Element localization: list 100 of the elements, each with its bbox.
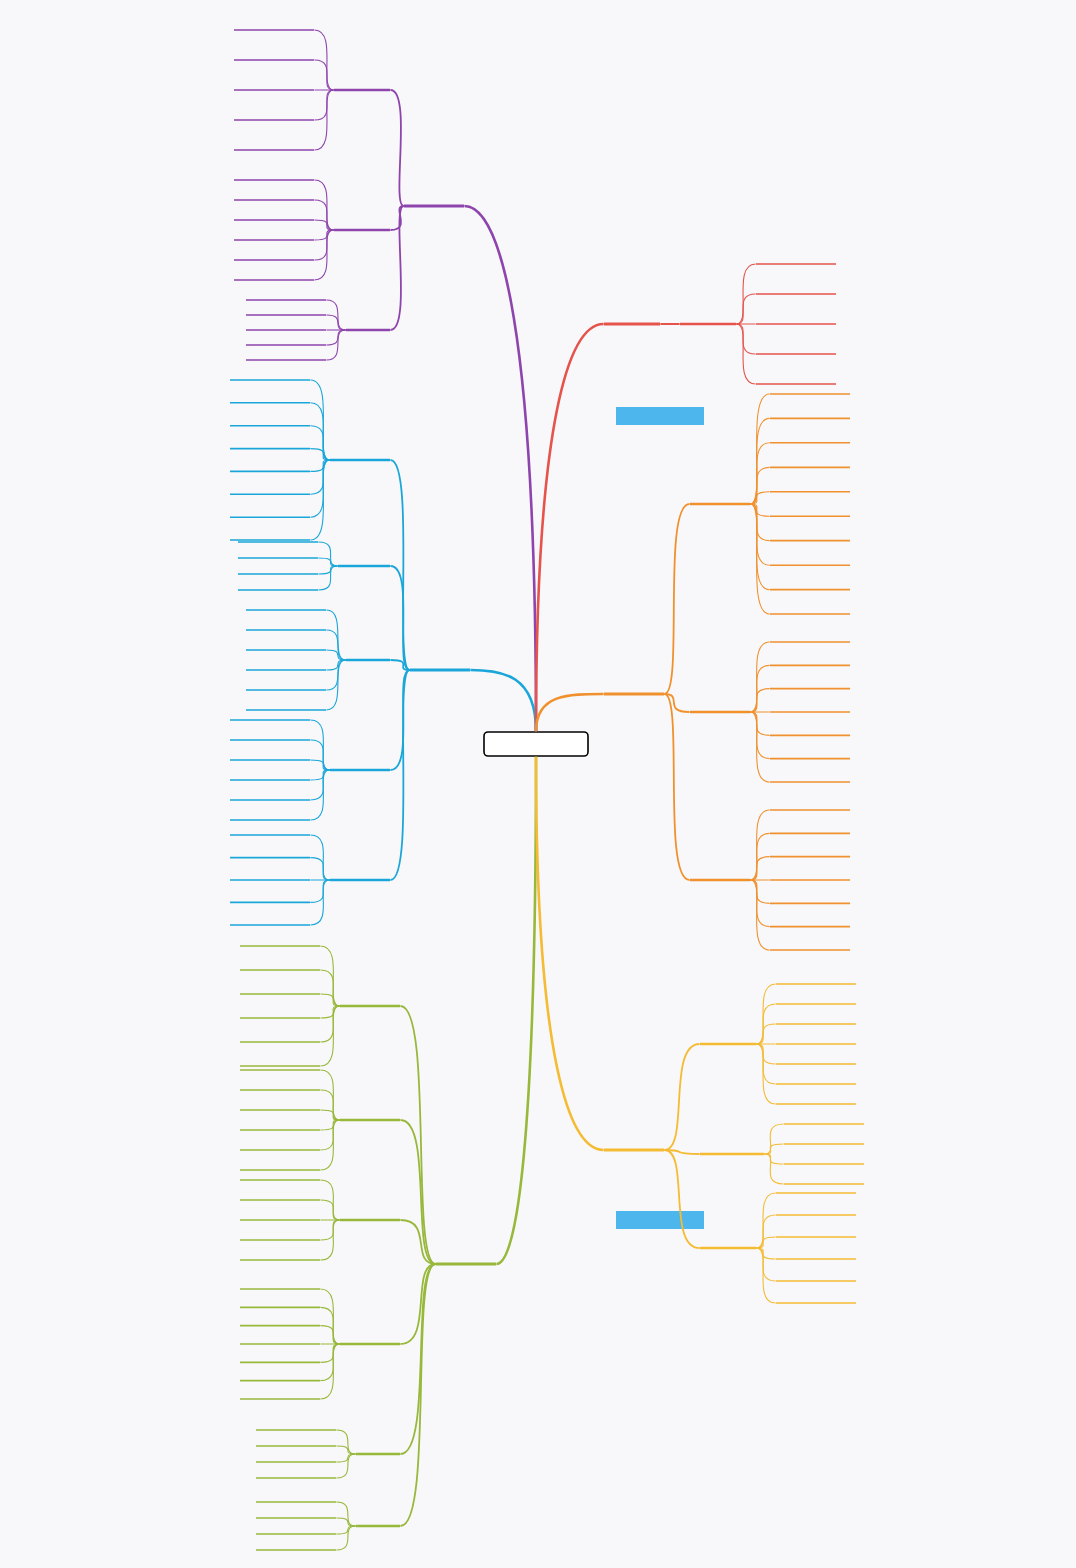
branch-curve (749, 711, 771, 783)
branch-curve (749, 879, 771, 951)
branch-curve (309, 739, 331, 771)
branch-curve (309, 459, 331, 518)
branch-curve (319, 1005, 341, 1043)
branch-curve (319, 1343, 341, 1400)
branch-curve (749, 688, 771, 713)
branch-curve (335, 1525, 357, 1535)
branch-curve (325, 314, 347, 331)
branch-curve (735, 323, 757, 385)
branch-curve (319, 1069, 341, 1121)
note-box (616, 1211, 704, 1229)
branch-curve (755, 1236, 777, 1249)
branch-curve (325, 329, 347, 361)
branch-curve (399, 1263, 437, 1345)
branch-curve (749, 879, 771, 881)
branch-curve (663, 693, 691, 881)
branch-curve (749, 466, 771, 505)
branch-curve (325, 659, 347, 671)
branch-curve (319, 1343, 341, 1363)
branch-curve (313, 229, 335, 281)
branch-curve (389, 205, 405, 331)
branch-curve (399, 1005, 437, 1265)
branch-curve (749, 442, 771, 505)
branch-curve (319, 1119, 341, 1131)
branch-curve (309, 719, 331, 771)
branch-curve (749, 879, 771, 904)
central-topic-box (483, 731, 589, 757)
branch-curve (389, 89, 405, 207)
branch-curve (309, 879, 331, 881)
branch-curve (755, 1043, 777, 1105)
branch-curve (313, 89, 335, 121)
branch-curve (309, 769, 331, 781)
branch-curve (755, 1023, 777, 1045)
branch-curve (313, 199, 335, 231)
branch-curve (319, 1343, 341, 1345)
branch-curve (749, 711, 771, 713)
branch-curve (755, 1043, 777, 1085)
branch-curve (399, 1219, 437, 1265)
branch-curve (389, 669, 411, 881)
branch-curve (319, 1005, 341, 1067)
branch-curve (389, 659, 411, 671)
branch-curve (735, 293, 757, 325)
branch-curve (749, 417, 771, 505)
branch-curve (319, 1306, 341, 1345)
branch-curve (317, 557, 339, 567)
branch-curve (309, 459, 331, 495)
branch-curve (335, 1525, 357, 1551)
branch-curve (325, 609, 347, 661)
branch-curve (319, 945, 341, 1007)
branch-curve (319, 1325, 341, 1345)
branch-curve (319, 1109, 341, 1121)
branch-curve (755, 1003, 777, 1045)
branch-curve (309, 759, 331, 771)
branch-curve (663, 693, 691, 713)
branch-curve (325, 629, 347, 661)
branch-curve (319, 993, 341, 1007)
branch-curve (335, 1453, 357, 1463)
branch-curve (663, 503, 691, 695)
branch-curve (309, 402, 331, 461)
branch-curve (309, 857, 331, 881)
branch-curve (325, 649, 347, 661)
branch-curve (749, 503, 771, 591)
branch-curve (749, 503, 771, 615)
branch-curve (313, 89, 335, 91)
branch-curve (663, 1043, 701, 1151)
branch-curve (319, 1005, 341, 1019)
branch-curve (749, 664, 771, 713)
branch-curve (755, 1247, 777, 1282)
branch-curve (309, 879, 331, 926)
branch-curve (755, 983, 777, 1045)
branch-curve (309, 769, 331, 821)
branch-curve (313, 29, 335, 91)
branch-curve (335, 1517, 357, 1527)
branch-curve (663, 1149, 701, 1249)
branch-curve (389, 459, 411, 671)
branch-curve (735, 323, 757, 355)
branch-curve (534, 756, 604, 1152)
branch-curve (319, 1343, 341, 1382)
branch-curve (749, 503, 771, 566)
branch-curve (319, 1179, 341, 1221)
branch-curve (319, 1119, 341, 1151)
branch-curve (763, 1123, 785, 1155)
branch-curve (335, 1429, 357, 1455)
branch-curve (309, 425, 331, 461)
branch-curve (749, 809, 771, 881)
branch-curve (659, 323, 681, 325)
branch-curve (763, 1153, 785, 1185)
branch-curve (749, 641, 771, 713)
branch-curve (749, 856, 771, 881)
branch-curve (319, 1219, 341, 1261)
branch-curve (663, 1149, 701, 1155)
branch-curve (389, 669, 411, 771)
branch-curve (755, 1247, 777, 1304)
branch-curve (749, 503, 771, 542)
branch-curve (749, 711, 771, 736)
branch-curve (470, 668, 538, 732)
branch-curve (319, 1219, 341, 1241)
branch-curve (325, 329, 347, 346)
branch-curve (325, 299, 347, 331)
